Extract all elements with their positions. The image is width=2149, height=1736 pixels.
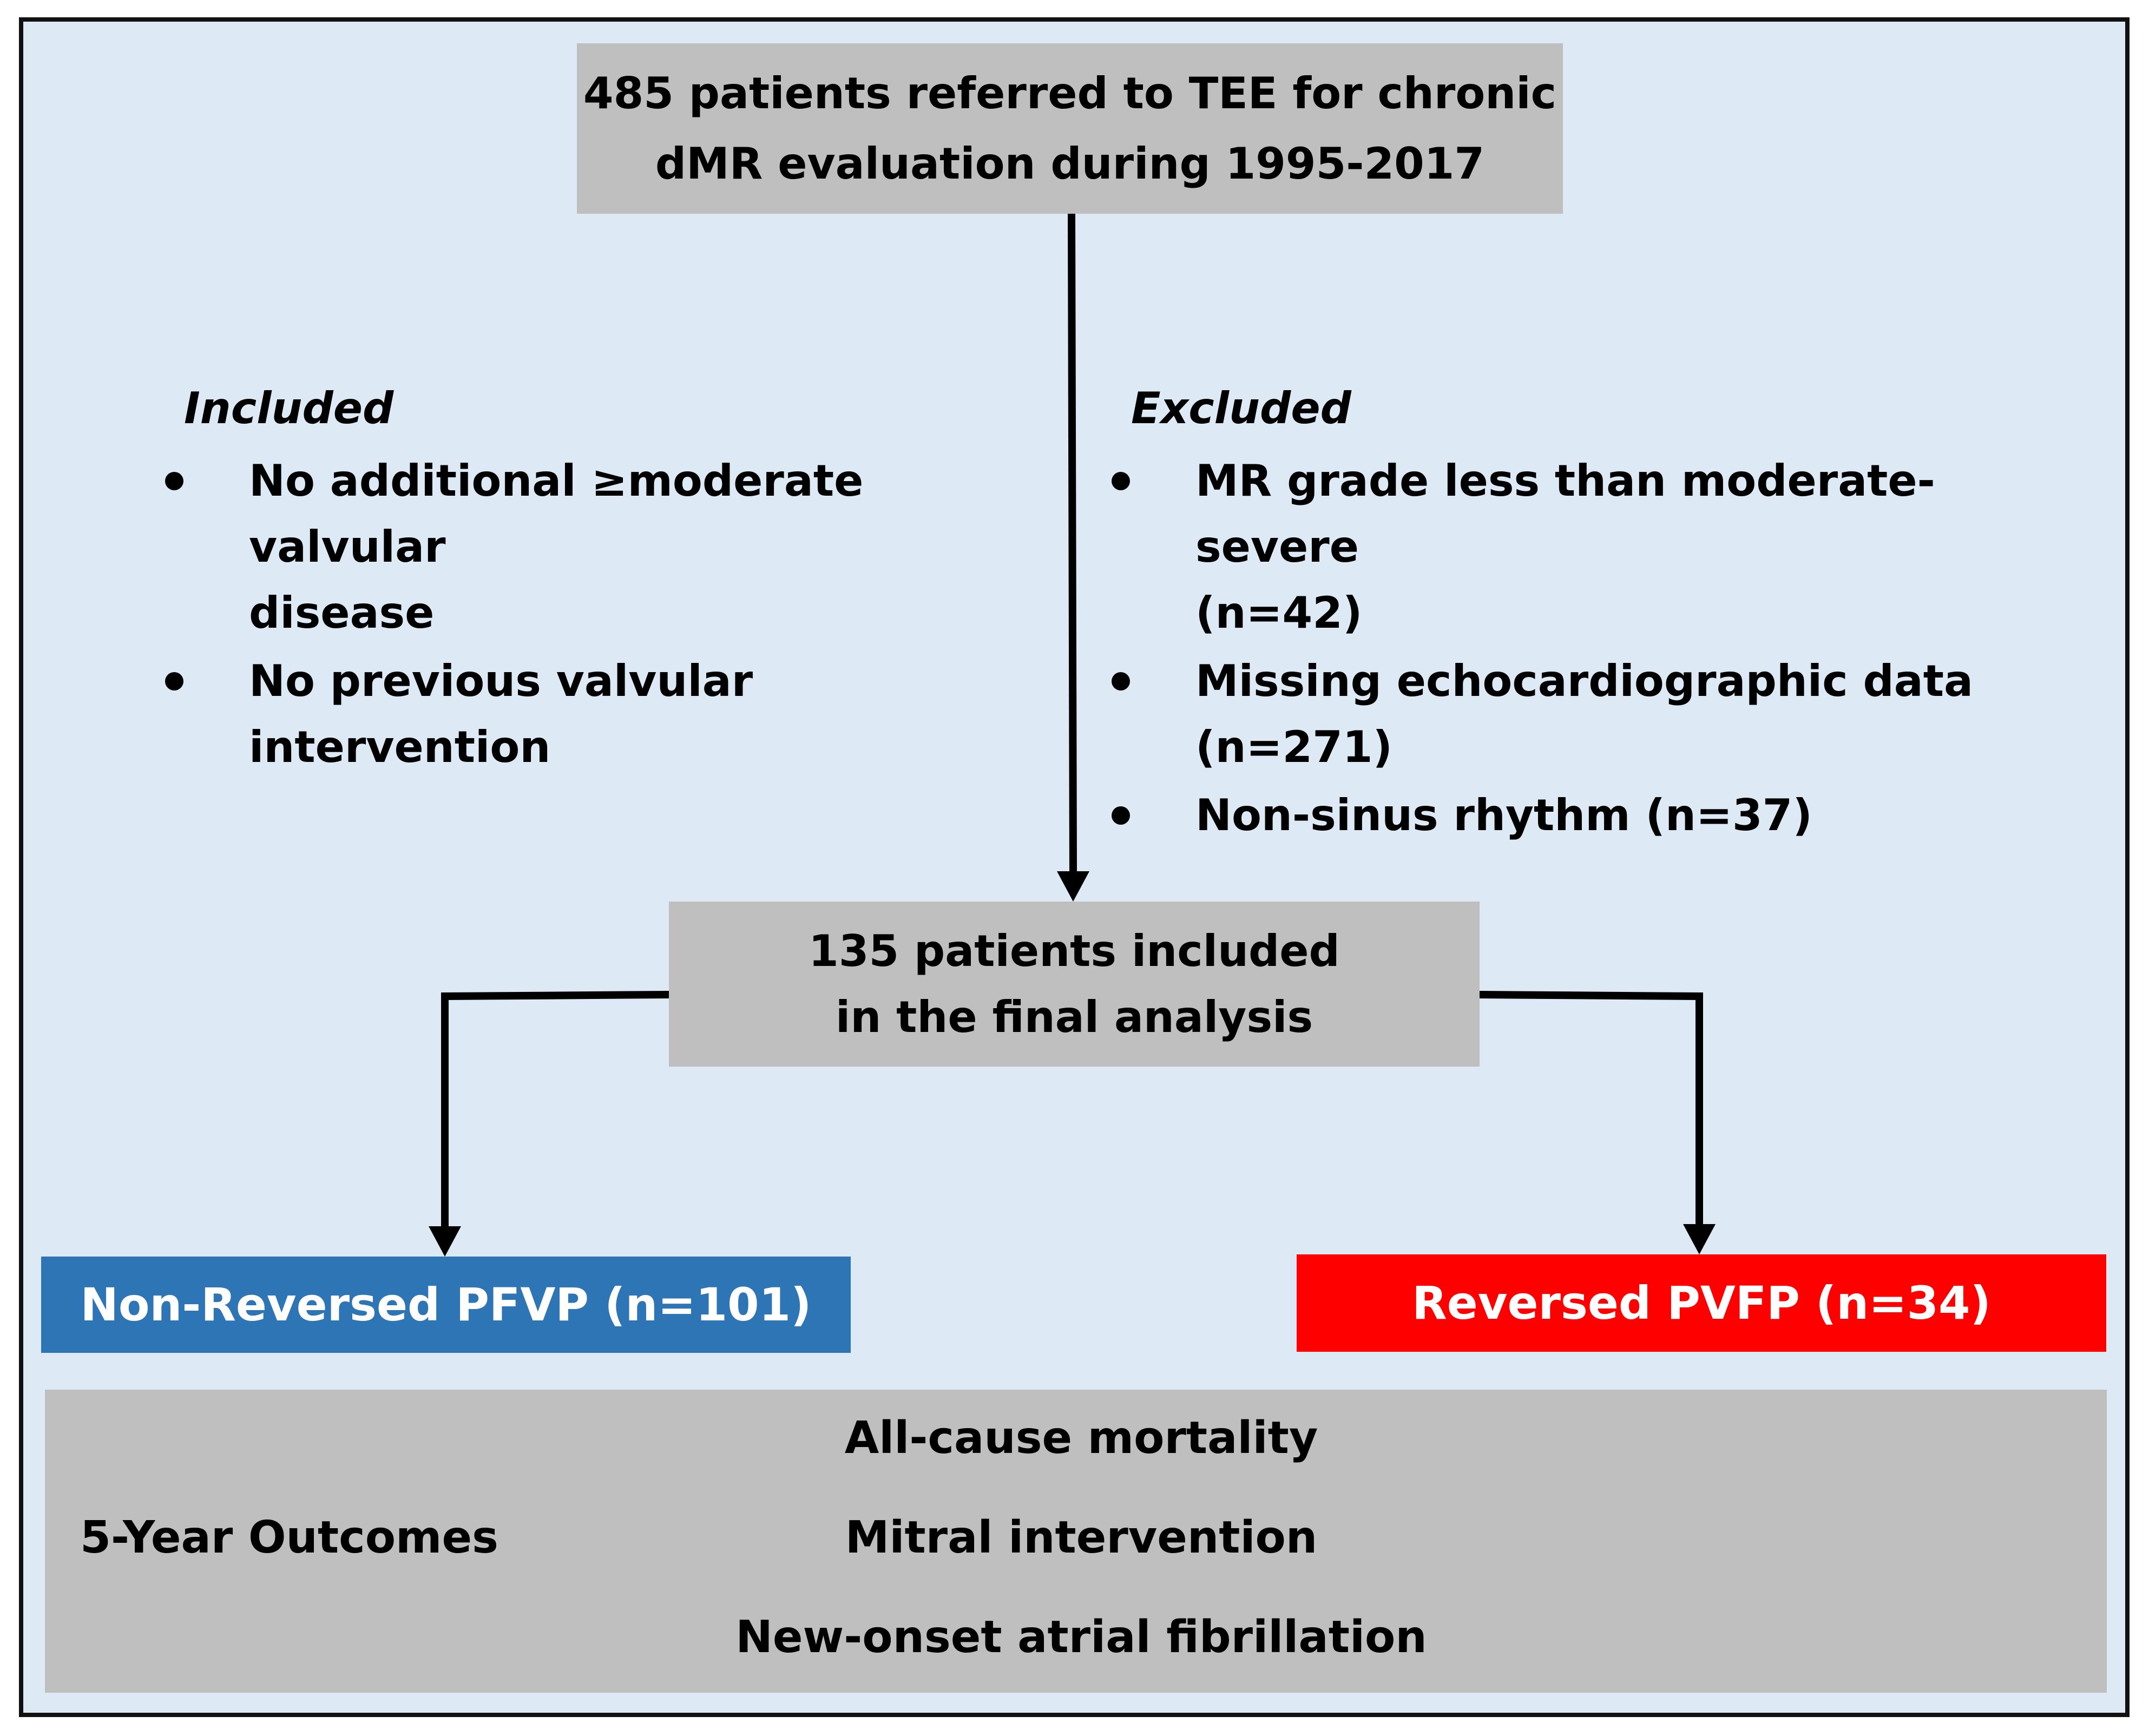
non-reversed-group-box: Non-Reversed PFVP (n=101) — [41, 1257, 851, 1353]
outcomes-label: 5-Year Outcomes — [80, 1512, 498, 1563]
arrow-mid-to-right-line — [1479, 991, 1703, 1225]
excluded-title: Excluded — [1131, 383, 1351, 433]
excluded-list: MR grade less than moderate-severe (n=42… — [1112, 448, 2086, 851]
outcome-item: Mitral intervention — [845, 1512, 1318, 1563]
arrow-mid-to-right-head — [1683, 1224, 1716, 1254]
arrow-mid-to-left-head — [429, 1226, 461, 1257]
bullet-icon — [1112, 806, 1130, 825]
final-cohort-line2: in the final analysis — [835, 991, 1313, 1042]
excluded-item: Non-sinus rhythm (n=37) — [1112, 782, 2086, 849]
included-item: No additional ≥moderate valvular disease — [165, 448, 1031, 646]
bullet-icon — [165, 472, 183, 490]
bullet-icon — [1112, 472, 1130, 490]
outcome-item: New-onset atrial fibrillation — [735, 1612, 1427, 1663]
bullet-icon — [165, 672, 183, 691]
reversed-group-box: Reversed PVFP (n=34) — [1297, 1254, 2106, 1352]
included-item: No previous valvular intervention — [165, 648, 1031, 780]
initial-cohort-line2: dMR evaluation during 1995-2017 — [655, 138, 1485, 189]
non-reversed-group-label: Non-Reversed PFVP (n=101) — [80, 1278, 812, 1331]
initial-cohort-box: 485 patients referred to TEE for chronic… — [577, 43, 1563, 214]
arrow-mid-to-left-line — [441, 991, 669, 1228]
outcomes-box: 5-Year Outcomes All-cause mortality Mitr… — [45, 1390, 2107, 1693]
included-list: No additional ≥moderate valvular disease… — [165, 448, 1031, 782]
initial-cohort-line1: 485 patients referred to TEE for chronic — [583, 68, 1557, 119]
arrow-top-to-mid-head — [1057, 871, 1089, 902]
final-cohort-box: 135 patients included in the final analy… — [669, 902, 1480, 1067]
included-title: Included — [184, 383, 394, 433]
reversed-group-label: Reversed PVFP (n=34) — [1412, 1277, 1991, 1330]
final-cohort-line1: 135 patients included — [809, 925, 1340, 976]
excluded-item: MR grade less than moderate-severe (n=42… — [1112, 448, 2086, 646]
excluded-item: Missing echocardiographic data (n=271) — [1112, 648, 2086, 780]
bullet-icon — [1112, 672, 1130, 691]
arrow-top-to-mid-line — [1068, 213, 1077, 872]
outcome-item: All-cause mortality — [844, 1412, 1318, 1464]
